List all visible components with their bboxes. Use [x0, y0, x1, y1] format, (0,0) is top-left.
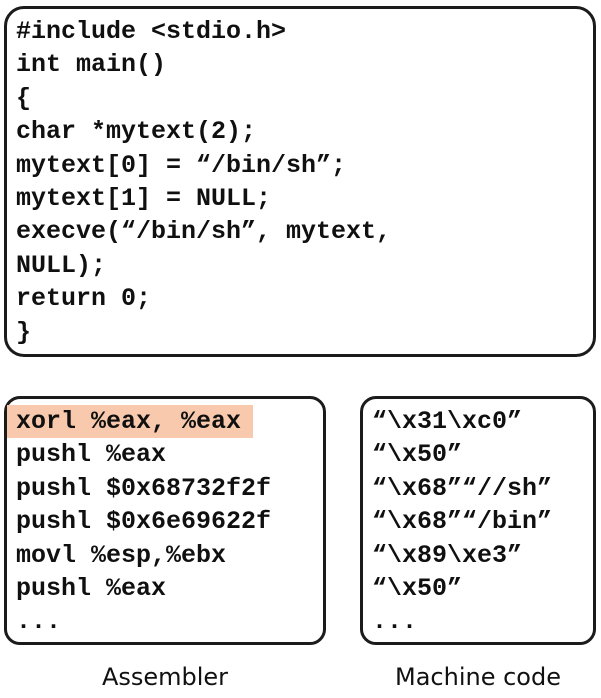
c-code-line: execve(“/bin/sh”, mytext,	[16, 217, 392, 247]
assembler-caption: Assembler	[101, 663, 229, 691]
c-code-line: mytext[0] = “/bin/sh”;	[16, 150, 347, 180]
c-code-line: return 0;	[16, 284, 152, 314]
assembler-line: pushl $0x6e69622f	[16, 507, 272, 537]
assembler-line: pushl %eax	[16, 440, 167, 470]
machine-code-line: “\x68”“/bin”	[372, 507, 553, 537]
machine-code-line: “\x50”	[372, 440, 463, 470]
c-code-line: int main()	[16, 50, 167, 80]
machine-code-box: “\x31\xc0” “\x50” “\x68”“//sh” “\x68”“/b…	[360, 396, 596, 645]
machine-code-line: “\x89\xe3”	[372, 540, 523, 570]
machine-code-line: “\x68”“//sh”	[372, 473, 553, 503]
assembler-line: pushl %eax	[16, 574, 167, 604]
assembler-line: movl %esp,%ebx	[16, 540, 227, 570]
machine-code-line: “\x31\xc0”	[372, 407, 523, 436]
c-code-line: #include <stdio.h>	[16, 17, 287, 46]
machine-code-line: “\x50”	[372, 574, 463, 604]
c-code-line: {	[16, 83, 32, 113]
c-code-line: }	[16, 317, 32, 347]
c-code-line: NULL);	[16, 250, 107, 280]
assembler-line: pushl $0x68732f2f	[16, 473, 272, 503]
assembler-box: xorl %eax, %eax pushl %eax pushl $0x6873…	[4, 396, 326, 645]
assembler-line-highlighted: xorl %eax, %eax	[7, 405, 254, 439]
machine-code-caption: Machine code	[395, 663, 561, 691]
machine-code-line: ...	[372, 607, 418, 637]
assembler-line: ...	[16, 607, 62, 637]
c-code-line: char *mytext(2);	[16, 117, 257, 147]
c-source-box: #include <stdio.h> int main() { char *my…	[4, 6, 596, 357]
c-code-line: mytext[1] = NULL;	[16, 184, 272, 214]
